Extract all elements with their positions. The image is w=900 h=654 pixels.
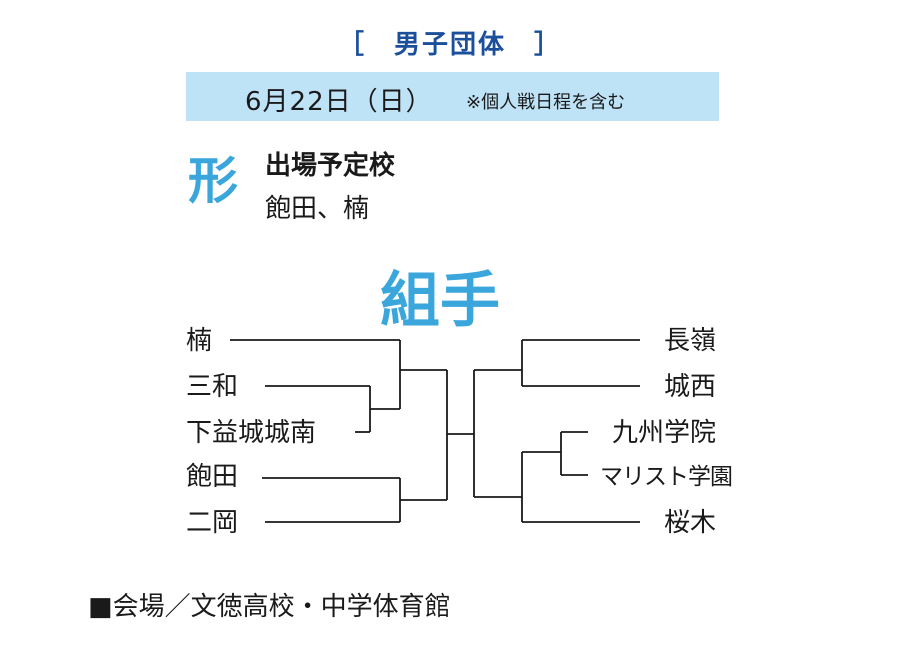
- venue: ■会場／文徳高校・中学体育館: [88, 592, 451, 622]
- left-team-1: 楠: [186, 326, 213, 356]
- right-team-1: 長嶺: [663, 326, 716, 356]
- right-team-3: 九州学院: [611, 418, 716, 448]
- left-team-2: 三和: [186, 372, 239, 402]
- kata-label: 形: [188, 152, 238, 210]
- right-team-4: マリスト学園: [600, 464, 733, 490]
- left-team-3: 下益城城南: [186, 418, 317, 448]
- event-heading: ［ 男子団体 ］: [337, 30, 562, 60]
- kata-schools: 飽田、楠: [265, 194, 370, 224]
- date-band: [186, 72, 719, 121]
- event-date: 6月22日（日）: [245, 87, 433, 117]
- kumite-label: 組手: [380, 266, 500, 336]
- right-team-2: 城西: [663, 372, 716, 402]
- left-team-5: 二岡: [186, 508, 239, 538]
- date-note: ※個人戦日程を含む: [466, 92, 626, 113]
- right-team-5: 桜木: [663, 508, 716, 538]
- kata-title: 出場予定校: [265, 151, 396, 181]
- left-team-4: 飽田: [186, 462, 239, 492]
